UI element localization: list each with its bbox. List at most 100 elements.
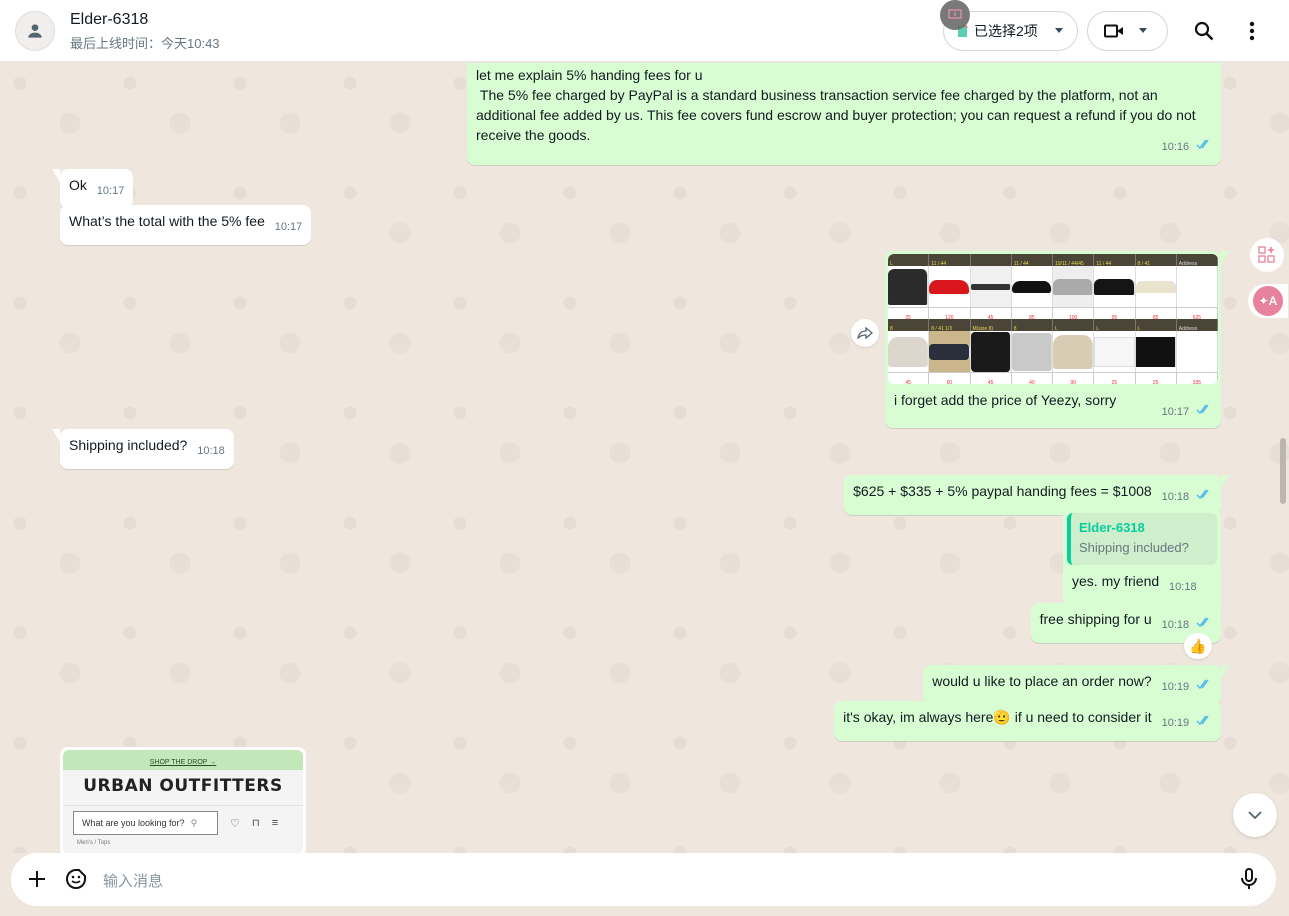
person-icon [28,24,42,38]
black-tee-thumbnail [1135,331,1177,372]
apps-sparkle-icon [1258,246,1275,263]
jacket-thumbnail [888,266,930,307]
white-tee-thumbnail [1094,331,1136,372]
translate-fab[interactable]: ✦A [1248,284,1288,318]
last-seen-status: 最后上线时间：今天10:43 [70,36,220,51]
sticker-icon [66,869,86,889]
message-time: 10:16 [1161,141,1190,153]
image-caption: i forget add the price of Yeezy, sorry [894,392,1117,408]
double-check-read-icon [1196,400,1212,420]
belt-thumbnail [970,266,1012,307]
message-text: The 5% fee charged by PayPal is a standa… [476,87,1200,143]
message-text: yes. my friend [1072,573,1160,589]
scroll-to-bottom-button[interactable] [1233,793,1277,837]
message-time: 10:18 [1161,619,1190,631]
heart-icon: ♡ [230,817,240,830]
message-incoming-image[interactable]: SHOP THE DROP → URBAN OUTFITTERS What ar… [60,747,306,853]
message-time: 10:17 [274,221,303,233]
message-text: it's okay, im always here [843,709,994,725]
message-time: 10:17 [1161,406,1190,418]
saluting-face-emoji: 🫡 [993,709,1011,725]
shop-the-drop-link: SHOP THE DROP → [63,750,303,770]
chat-header: Elder-6318 最后上线时间：今天10:43 已选择2项 [0,0,1289,62]
message-time: 10:19 [1161,681,1190,693]
search-icon [1194,21,1214,41]
message-outgoing[interactable]: would u like to place an order now? 10:1… [923,665,1229,705]
cream-sneaker-thumbnail [1135,266,1177,307]
message-composer[interactable]: 输入消息 [11,853,1276,906]
message-text: Ok [69,177,87,193]
message-outgoing[interactable]: $625 + $335 + 5% paypal handing fees = $… [844,475,1229,515]
black-hightop-thumbnail [1094,266,1136,307]
chevron-down-icon [1055,28,1063,33]
more-options-button[interactable] [1240,19,1264,43]
urban-outfitters-screenshot[interactable]: SHOP THE DROP → URBAN OUTFITTERS What ar… [63,750,303,853]
double-check-read-icon [1196,675,1212,695]
sneaker-thumbnail [929,266,971,307]
store-search-field: What are you looking for? ⚲ [73,811,218,835]
message-time: 10:18 [1161,491,1190,503]
message-incoming[interactable]: Shipping included? 10:18 [52,429,234,469]
forward-icon [857,327,873,339]
message-text: free shipping for u [1039,611,1152,627]
breadcrumb: Men's / Tops [77,840,111,846]
sticker-button[interactable] [65,868,87,895]
message-incoming[interactable]: Ok 10:17 [51,169,134,209]
menu-icon: ≡ [271,817,279,829]
hoodie-thumbnail [888,331,930,372]
double-check-read-icon [1196,485,1212,505]
message-text: What’s the total with the 5% fee [69,213,265,229]
search-button[interactable] [1192,19,1216,43]
message-text: $625 + $335 + 5% paypal handing fees = $… [853,483,1152,499]
message-time: 10:18 [1169,581,1197,593]
video-camera-icon [1104,24,1123,38]
sweatpants-thumbnail [1011,331,1053,372]
message-outgoing[interactable]: let me explain 5% handing fees for u The… [467,63,1221,165]
message-time: 10:17 [96,185,125,197]
message-text: let me explain 5% handing fees for u [476,67,703,83]
message-text: would u like to place an order now? [932,673,1152,689]
bag-icon: ⊓ [251,817,260,829]
message-time: 10:19 [1161,717,1190,729]
message-list[interactable]: let me explain 5% handing fees for u The… [0,63,1289,853]
scrollbar-thumb[interactable] [1280,438,1286,504]
double-check-read-icon [1196,135,1212,155]
quoted-author: Elder-6318 [1079,520,1145,535]
double-check-read-icon [1196,613,1212,633]
quoted-text: Shipping included? [1079,540,1189,555]
chevron-down-icon [1139,28,1147,33]
message-input[interactable]: 输入消息 [103,873,164,890]
message-outgoing[interactable]: free shipping for u 10:18 [1030,603,1221,643]
quoted-message[interactable]: Elder-6318 Shipping included? [1067,513,1217,565]
feedback-overlay-icon[interactable] [940,0,970,30]
message-incoming[interactable]: What’s the total with the 5% fee 10:17 [60,205,312,245]
more-vertical-icon [1249,21,1255,41]
video-call-button[interactable] [1087,11,1168,51]
apps-fab[interactable] [1250,238,1284,272]
forward-button[interactable] [851,319,879,347]
attach-button[interactable] [27,869,47,894]
message-text: if u need to consider it [1010,709,1152,725]
message-time: 10:18 [197,445,225,457]
beige-hoodie-thumbnail [1053,331,1095,372]
translate-icon: ✦A [1253,286,1283,316]
yeezy-thumbnail [929,331,971,372]
chevron-down-icon [1248,811,1262,819]
reaction-thumbs-up[interactable]: 👍 [1184,633,1212,659]
message-text: Shipping included? [69,437,188,453]
voice-message-button[interactable] [1240,868,1258,895]
search-icon: ⚲ [190,817,198,828]
sock-shoe-thumbnail [1011,266,1053,307]
message-outgoing[interactable]: it's okay, im always here🫡 if u need to … [834,701,1221,741]
avatar[interactable] [15,11,55,51]
zip-jacket-thumbnail [970,331,1012,372]
microphone-icon [1241,868,1257,889]
contact-name[interactable]: Elder-6318 [70,11,149,28]
double-check-read-icon [1196,711,1212,731]
selection-label: 已选择2项 [974,23,1038,39]
brand-logo: URBAN OUTFITTERS [63,770,303,806]
